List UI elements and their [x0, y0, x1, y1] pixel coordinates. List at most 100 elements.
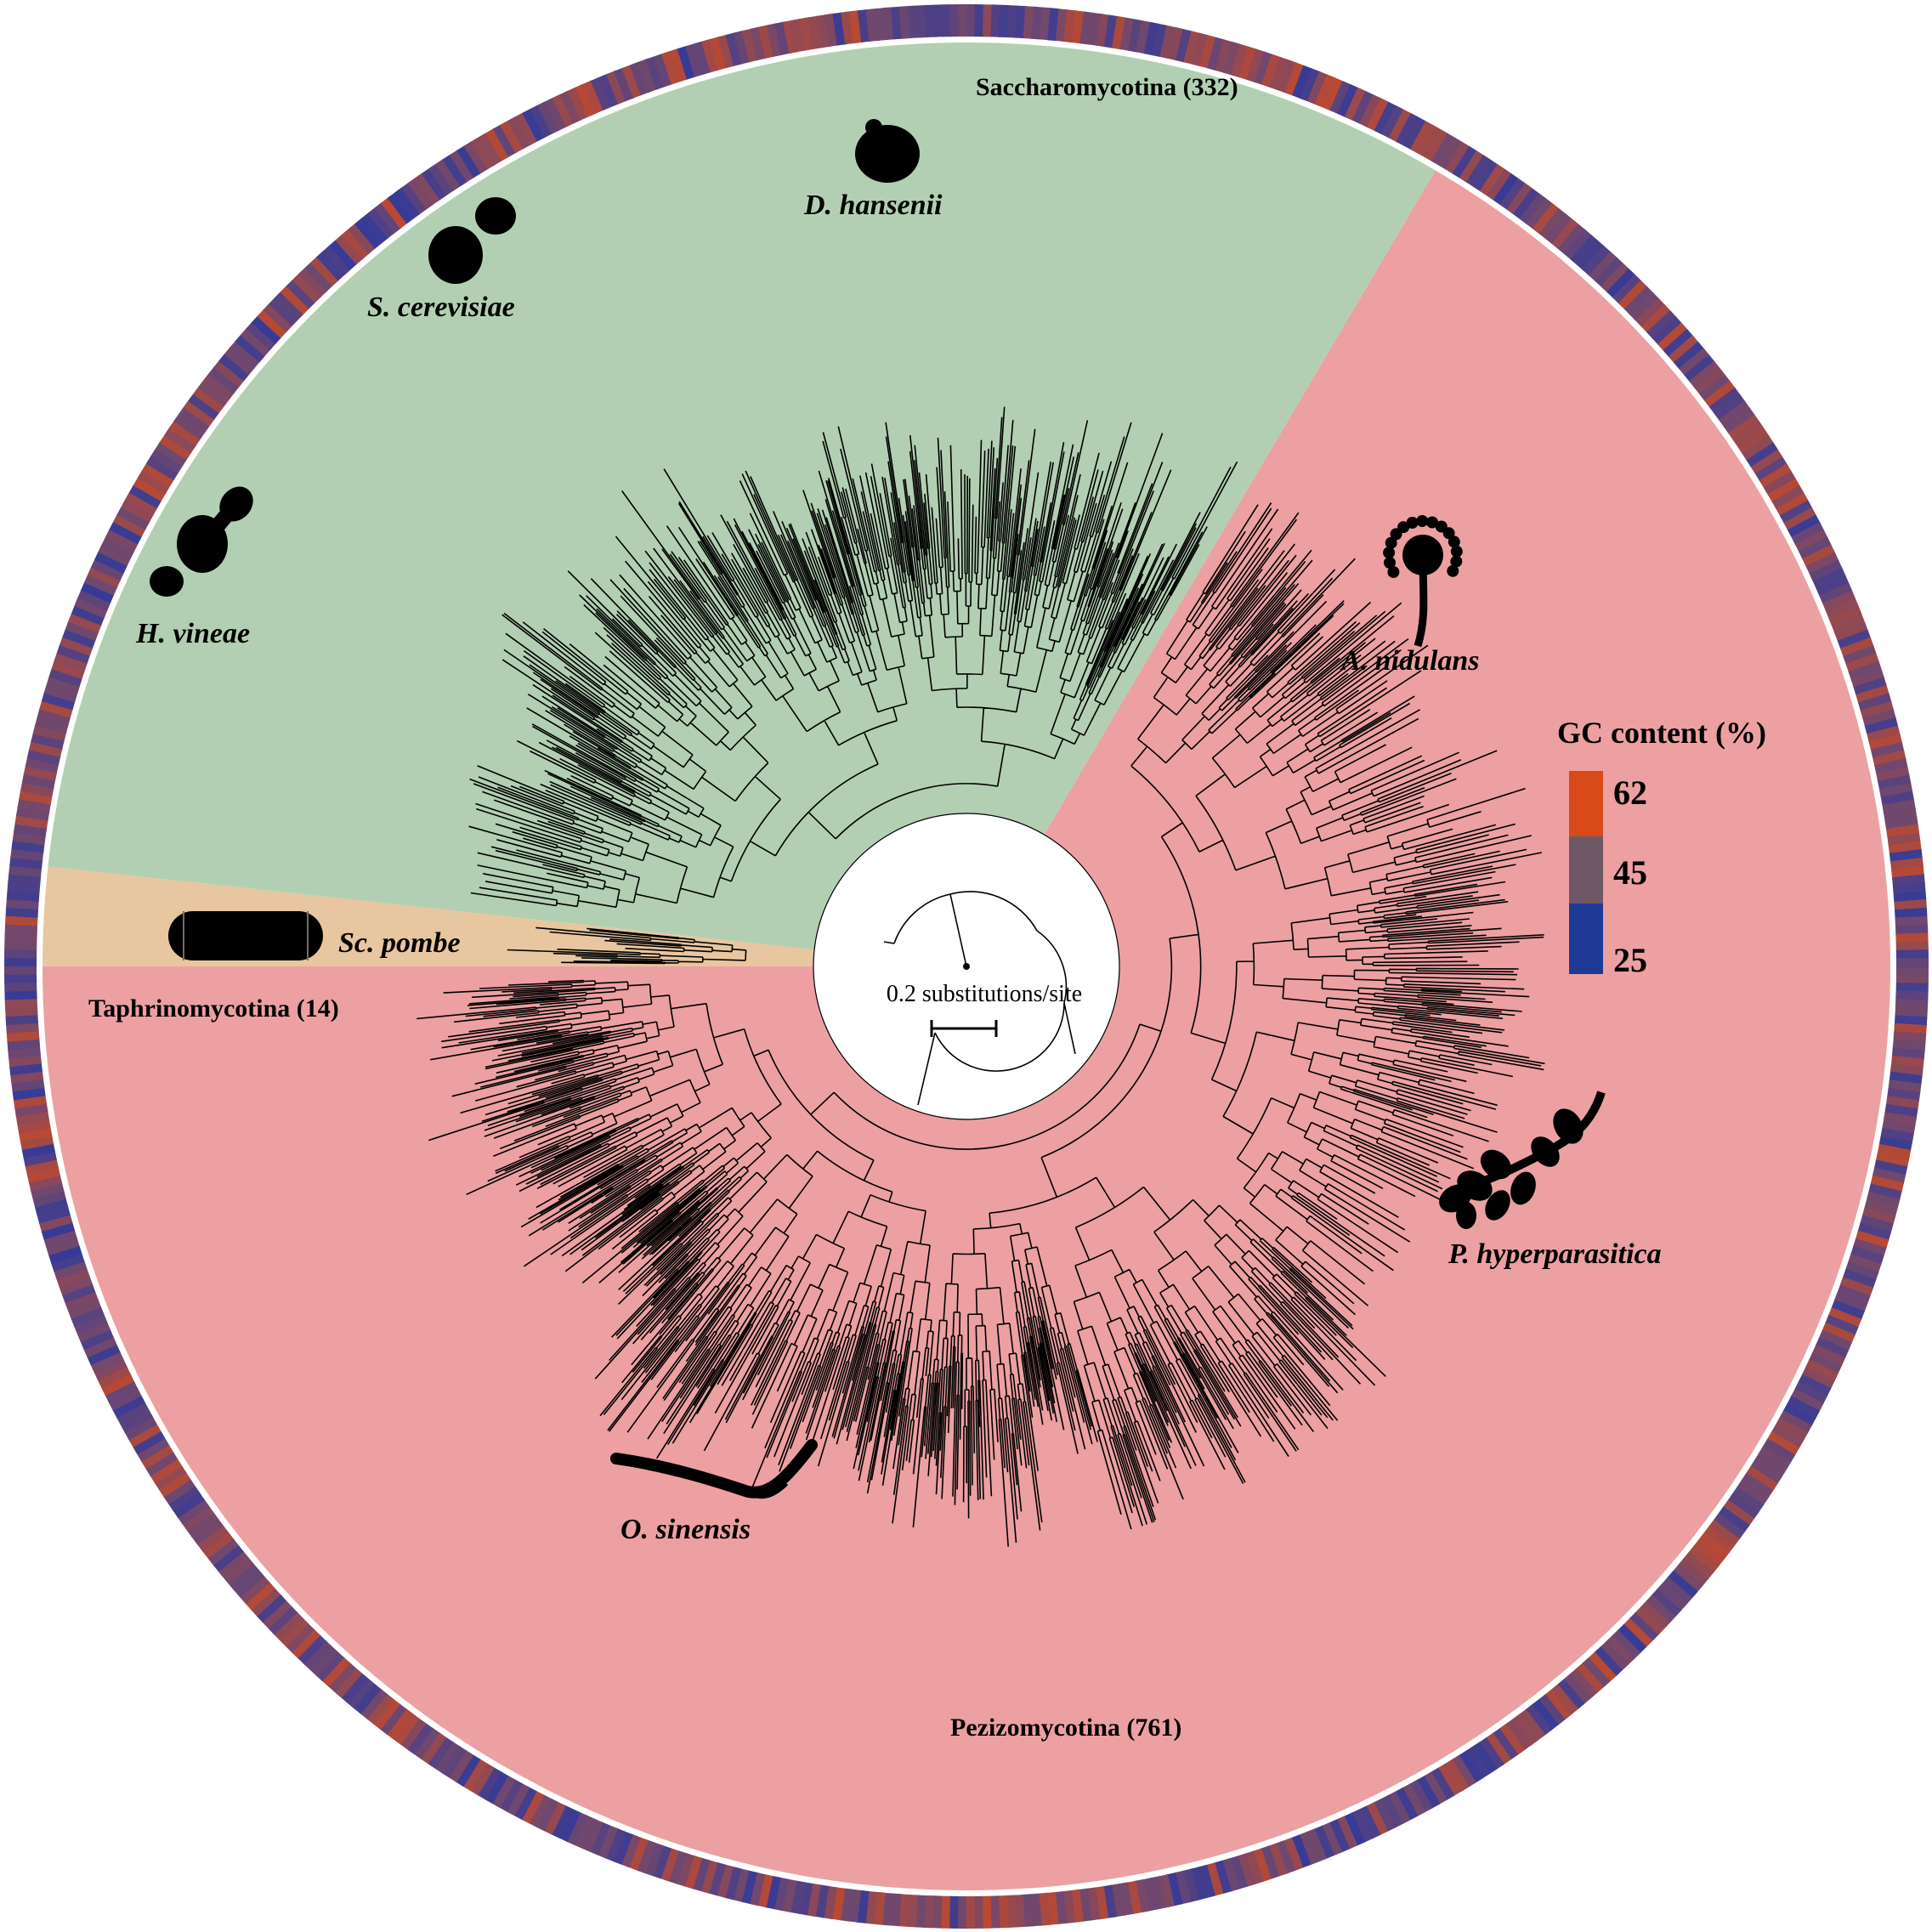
gc-ring-segment: [121, 498, 154, 523]
gc-ring-segment: [932, 4, 943, 37]
conidium-dot: [1426, 516, 1438, 529]
gc-ring-segment: [1860, 1215, 1894, 1233]
conidium-dot: [1384, 557, 1396, 569]
gc-ring-segment: [1152, 23, 1168, 58]
gc-ring-segment: [68, 612, 102, 633]
gc-ring-segment: [1150, 1876, 1167, 1910]
gc-ring-segment: [31, 732, 65, 750]
gc-ring-segment: [1166, 1873, 1183, 1907]
species-label-sc-pombe: Sc. pombe: [338, 927, 461, 959]
gc-ring-segment: [1845, 653, 1879, 673]
gc-ring-segment: [192, 1518, 224, 1546]
gc-ring-segment: [32, 1190, 66, 1208]
gc-ring-segment: [471, 136, 496, 170]
legend-tick-25: 25: [1613, 941, 1647, 979]
gc-ring-segment: [1159, 1874, 1175, 1908]
gc-ring-segment: [1837, 629, 1872, 650]
gc-ring-segment: [1452, 145, 1478, 178]
legend-tick-62: 62: [1613, 773, 1647, 812]
gc-ring-segment: [1868, 1183, 1902, 1201]
gc-ring-segment: [1479, 164, 1506, 196]
gc-ring-segment: [604, 1827, 626, 1862]
gc-ring-segment: [1544, 1689, 1572, 1720]
gc-ring-segment: [1416, 1776, 1441, 1809]
gc-ring-segment: [1694, 367, 1725, 395]
gc-ring-segment: [56, 1267, 90, 1288]
gc-ring-segment: [621, 65, 643, 99]
gc-ring-segment: [1683, 1551, 1714, 1580]
gc-ring-segment: [1486, 168, 1513, 201]
gc-ring-segment: [1884, 807, 1918, 823]
conidium-dot: [1416, 515, 1429, 527]
gc-ring-segment: [1143, 21, 1160, 56]
gc-ring-segment: [1822, 1322, 1856, 1344]
gc-ring-segment: [1307, 71, 1329, 105]
gc-ring-segment: [1853, 677, 1887, 696]
gc-ring-segment: [1261, 54, 1281, 88]
gc-ring-segment: [1839, 1277, 1874, 1297]
gc-ring-segment: [274, 291, 304, 320]
gc-ring-segment: [478, 132, 503, 166]
gc-ring-segment: [1894, 1015, 1928, 1027]
gc-ring-segment: [1556, 1679, 1585, 1710]
gc-ring-segment: [229, 340, 260, 369]
conidium-dot: [1397, 521, 1410, 534]
gc-ring-segment: [1678, 1557, 1709, 1586]
gc-ring-segment: [1128, 19, 1143, 53]
gc-ring-segment: [347, 1678, 376, 1709]
gc-ring-segment: [989, 1895, 1000, 1929]
gc-ring-segment: [1283, 1837, 1304, 1872]
gc-ring-segment: [1882, 1119, 1916, 1135]
gc-content-legend: GC content (%) 62 45 25: [1557, 716, 1766, 979]
gc-ring-segment: [981, 1895, 992, 1929]
gc-ring-segment: [1783, 507, 1817, 531]
gc-ring-segment: [1595, 257, 1624, 287]
gc-ring-segment: [765, 1875, 781, 1910]
gc-ring-segment: [1444, 1759, 1470, 1793]
gc-ring-segment: [597, 1825, 619, 1859]
gc-ring-segment: [327, 1662, 357, 1693]
gc-ring-segment: [73, 1313, 108, 1335]
gc-ring-segment: [309, 1646, 338, 1676]
scale-bar-label: 0.2 substitutions/site: [887, 981, 1082, 1007]
gc-ring-segment: [234, 1569, 265, 1598]
gc-ring-segment: [1525, 1703, 1553, 1736]
gc-ring-segment: [1437, 1763, 1462, 1797]
gc-ring-segment: [643, 1842, 664, 1877]
gc-ring-segment: [163, 1478, 195, 1504]
gc-ring-segment: [328, 239, 358, 270]
gc-ring-segment: [1790, 1388, 1824, 1412]
gc-ring-segment: [1215, 39, 1233, 73]
legend-swatch-high: [1569, 771, 1603, 836]
gc-ring-segment: [1878, 774, 1912, 790]
gc-ring-segment: [341, 228, 370, 260]
gc-ring-segment: [1581, 1657, 1611, 1688]
gc-ring-segment: [1471, 1742, 1498, 1775]
gc-ring-segment: [4, 923, 38, 934]
gc-ring-segment: [513, 1787, 537, 1821]
gc-ring-segment: [155, 441, 188, 467]
gc-ring-segment: [1176, 29, 1193, 63]
gc-ring-segment: [100, 1373, 134, 1397]
gc-ring-segment: [997, 1895, 1009, 1929]
gc-ring-segment: [83, 574, 118, 596]
gc-ring-segment: [4, 997, 38, 1009]
gc-ring-segment: [1860, 701, 1895, 719]
gc-ring-segment: [1895, 907, 1928, 920]
gc-ring-segment: [1167, 26, 1185, 61]
gc-ring-segment: [645, 56, 666, 90]
gc-ring-segment: [1848, 1254, 1882, 1273]
legend-swatch-low: [1569, 904, 1603, 974]
gc-ring-segment: [1110, 1884, 1125, 1918]
gc-ring-segment: [1831, 614, 1866, 635]
gc-ring-segment: [1779, 1410, 1812, 1435]
scale-bar: [930, 1020, 998, 1037]
gc-ring-segment: [1878, 783, 1913, 798]
gc-ring-segment: [1779, 500, 1813, 524]
gc-ring-segment: [1374, 101, 1397, 135]
gc-ring-segment: [1754, 456, 1788, 482]
gc-ring-segment: [1221, 1857, 1240, 1892]
gc-ring-segment: [374, 202, 402, 234]
gc-ring-segment: [1640, 1601, 1670, 1630]
